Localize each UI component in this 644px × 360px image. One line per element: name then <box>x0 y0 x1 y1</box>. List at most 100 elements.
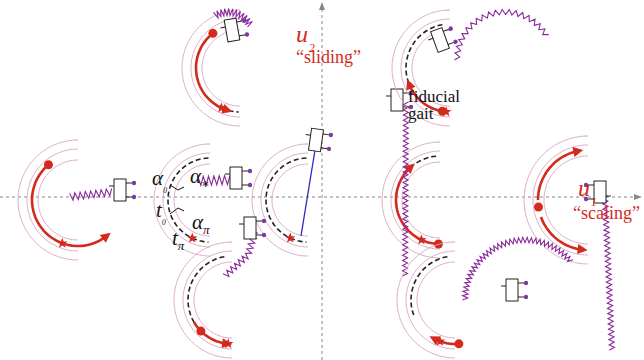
robot-leg <box>220 27 225 29</box>
robot-leg <box>239 224 244 225</box>
workspace-arc <box>397 242 455 358</box>
math-symbol: α∗ <box>190 166 210 190</box>
gait-arc <box>538 151 579 200</box>
end-star <box>216 102 226 112</box>
fiducial-arc <box>188 257 224 322</box>
end-star <box>223 338 234 348</box>
math-symbol: t₀ <box>156 200 166 224</box>
robot-leg <box>306 134 311 136</box>
workspace-arc <box>38 160 78 240</box>
workspace-arc <box>451 242 455 243</box>
robot-body <box>431 28 450 53</box>
robot-leg <box>225 174 230 175</box>
math-symbol: α₀ <box>152 168 168 192</box>
start-dot <box>454 339 463 348</box>
robot-body <box>501 279 528 301</box>
axis-label: fiducial gait <box>408 88 468 122</box>
workspace-arc <box>154 144 210 256</box>
end-star <box>187 233 198 243</box>
arrowhead <box>577 244 588 254</box>
axis-arrowhead <box>634 194 642 200</box>
robot-foot <box>132 181 136 185</box>
workspace-arc <box>74 140 78 141</box>
robot-body <box>219 16 250 42</box>
robot-leg <box>501 286 506 287</box>
workspace-arc <box>163 153 210 247</box>
workspace-arc <box>191 19 240 117</box>
workspace-arc <box>228 242 232 243</box>
workspace-arc <box>206 144 210 145</box>
math-symbol: u₂ <box>296 22 315 51</box>
start-dot <box>208 29 217 38</box>
math-symbol: tπ <box>172 228 184 252</box>
end-star <box>416 234 426 244</box>
workspace-arc <box>183 251 232 349</box>
arrowhead <box>100 233 111 243</box>
workspace-arc <box>174 242 232 358</box>
workspace-arc <box>252 144 308 256</box>
workspace-arc <box>27 149 78 251</box>
robot-leg <box>109 186 114 187</box>
workspace-arc <box>417 262 455 338</box>
workspace-arc <box>382 142 440 258</box>
fiducial-arc <box>266 158 307 242</box>
fiducial-arc <box>396 156 436 215</box>
robot-foot <box>248 183 252 187</box>
robot-body <box>304 128 334 154</box>
fiducial-arc <box>411 257 447 315</box>
robot-body <box>109 179 136 201</box>
workspace-arc <box>406 251 455 349</box>
robot-leg <box>606 196 611 197</box>
rigid-link <box>301 144 316 236</box>
robot-foot <box>448 26 454 32</box>
workspace-arc <box>202 30 240 106</box>
robot-body <box>426 24 459 54</box>
workspace-arc <box>436 142 440 143</box>
robot-body <box>244 217 256 239</box>
robot-foot <box>244 32 249 37</box>
robot-leg <box>386 96 391 97</box>
start-dot <box>44 160 53 169</box>
robot-foot <box>328 133 333 138</box>
axis-arrowhead <box>319 2 325 10</box>
start-dot <box>196 327 205 336</box>
gait-arc <box>396 166 439 244</box>
workspace-arc <box>391 151 440 249</box>
spring <box>454 10 548 60</box>
robot-foot <box>524 295 528 299</box>
robot-foot <box>262 219 266 223</box>
end-star <box>435 336 446 346</box>
robot-foot <box>524 281 528 285</box>
math-symbol: u₁ <box>578 176 597 205</box>
robot-foot <box>453 39 459 45</box>
gait-arc <box>196 33 229 110</box>
start-dot <box>534 202 543 211</box>
workspace-arc <box>182 10 240 126</box>
axis-label: “sliding” <box>296 48 361 66</box>
workspace-arc <box>304 144 308 145</box>
robot-foot <box>132 195 136 199</box>
robot-body <box>230 167 242 189</box>
robot-foot <box>262 233 266 237</box>
robot-body <box>239 217 266 239</box>
math-symbol: απ <box>192 212 210 236</box>
gait-panels <box>18 9 615 359</box>
robot-foot <box>248 169 252 173</box>
workspace-arc <box>584 136 589 137</box>
u1-axis <box>0 197 636 198</box>
robot-foot <box>242 18 247 23</box>
workspace-arc <box>18 140 78 260</box>
axis-label: “scaling” <box>573 204 640 222</box>
workspace-arc <box>194 262 232 338</box>
spring <box>70 189 112 201</box>
robot-body <box>225 167 252 189</box>
arrowhead <box>572 147 583 157</box>
robot-leg <box>428 38 433 40</box>
end-star <box>285 233 296 243</box>
workspace-arc <box>446 10 450 11</box>
gait-arc <box>541 217 584 250</box>
end-star <box>441 106 452 116</box>
annotation-arrow <box>170 185 184 190</box>
gait-arc <box>32 165 108 246</box>
